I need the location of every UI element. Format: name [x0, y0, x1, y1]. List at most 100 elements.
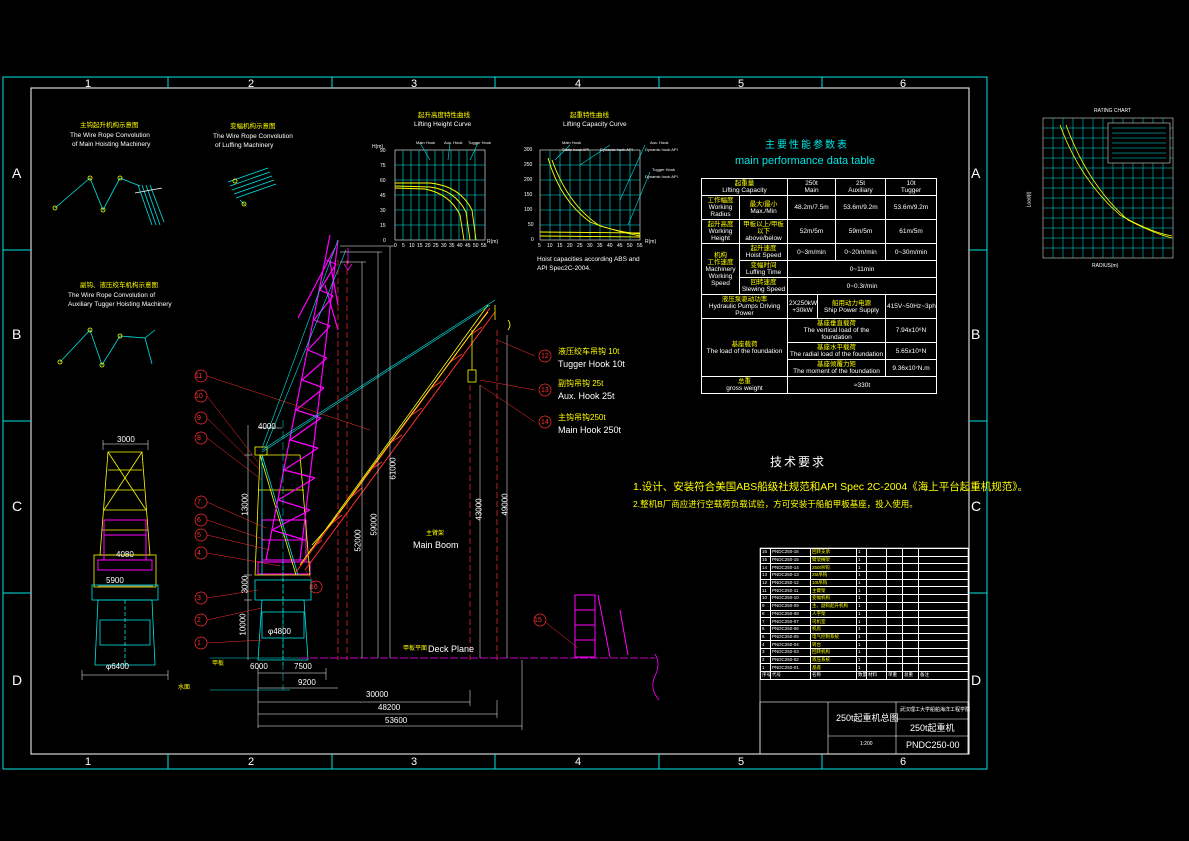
- cap-xtick: 10: [547, 243, 553, 249]
- cap-ytick: 150: [524, 192, 533, 198]
- bom-cell-uw: [886, 647, 903, 657]
- bom-cell-qty: 1: [856, 624, 867, 634]
- bom-cell-tw: [902, 663, 919, 672]
- bom-cell-tw: [902, 601, 919, 611]
- callout-aux-en: Aux. Hook 25t: [558, 391, 615, 401]
- bom-cell-rm: [918, 594, 969, 603]
- bom-cell-tw: [902, 609, 919, 619]
- bom-cell-no: 10: [760, 594, 771, 603]
- dim-4800: φ4800: [268, 627, 291, 636]
- dim-6400: φ6400: [106, 662, 129, 671]
- zone-col-4: 4: [575, 78, 582, 90]
- height-legend-main: Main Hook: [416, 140, 436, 145]
- callout-main-cn: 主钩吊钩250t: [558, 413, 606, 422]
- bom-cell-tw: [902, 640, 919, 649]
- main-boom-cn: 主臂架: [426, 531, 445, 537]
- bom-cell-rm: [918, 601, 969, 611]
- cap-xtick: 50: [627, 243, 633, 249]
- bom-cell-code: PNDC250-06: [770, 624, 811, 634]
- bom-cell-code: PNDC250-13: [770, 571, 811, 580]
- cap-legend: Main Hook: [562, 140, 582, 145]
- part-num: 11: [195, 373, 203, 380]
- zone-col-4-bottom: 4: [575, 756, 582, 768]
- height-xtick: 10: [409, 243, 415, 249]
- rating-chart-xlabel: RADIUS(m): [1092, 263, 1119, 269]
- part-num: 3: [197, 595, 201, 602]
- callout-aux-cn: 副钩吊钩 25t: [558, 379, 604, 388]
- bom-cell-mat: [866, 571, 887, 580]
- bom-header-cell: 备注: [918, 671, 969, 680]
- product-name: 250t起重机: [910, 723, 955, 733]
- bom-cell-qty: 1: [856, 601, 867, 611]
- zone-col-5-bottom: 5: [738, 756, 745, 768]
- deck-plane-en: Deck Plane: [428, 644, 475, 654]
- deck-side-label: 甲板: [212, 661, 225, 667]
- height-xtick: 25: [433, 243, 439, 249]
- cap-xtick: 30: [587, 243, 593, 249]
- bom-cell-code: PNDC250-03: [770, 647, 811, 657]
- perf-title-en: main performance data table: [735, 155, 876, 167]
- bom-cell-mat: [866, 655, 887, 665]
- drawing-number: PNDC250-00: [906, 740, 960, 750]
- bom-header-cell: 代号: [770, 671, 811, 680]
- height-xtick: 15: [417, 243, 423, 249]
- height-ytick: 90: [380, 148, 386, 154]
- height-ytick: 15: [380, 223, 386, 229]
- aux-title-en1: The Wire Rope Convolution of: [68, 292, 156, 299]
- luffing-title-en2: of Luffing Machinery: [215, 142, 274, 149]
- cap-xtick: 20: [567, 243, 573, 249]
- callout-num-12: 12: [541, 353, 549, 360]
- bom-cell-rm: [918, 663, 969, 672]
- bom-cell-name: 机房: [810, 624, 857, 634]
- height-xtick: 35: [449, 243, 455, 249]
- main-hoist-title-cn: 主钩起升机构示意图: [80, 122, 139, 129]
- bom-cell-code: PNDC250-04: [770, 640, 811, 649]
- perf-cell-luffing-value: 0~11min: [787, 260, 938, 278]
- bom-cell-name: 250t吊钩: [810, 563, 857, 573]
- perf-cell-gross-weight-value: ≈330t: [787, 376, 938, 394]
- zone-row-b-right: B: [971, 326, 981, 342]
- bom-cell-mat: [866, 640, 887, 649]
- bom-cell-rm: [918, 647, 969, 657]
- height-xtick: 55: [481, 243, 487, 249]
- perf-cell-hoist-speed-tugger: 0~30m/min: [885, 243, 938, 261]
- crane-front-view: [81, 440, 169, 680]
- bom-cell-name: 司机室: [810, 617, 857, 626]
- perf-cell-radius-aux: 53.6m/9.2m: [835, 195, 887, 220]
- zone-col-5: 5: [738, 78, 745, 90]
- bom-cell-tw: [902, 578, 919, 588]
- bom-cell-qty: 1: [856, 655, 867, 665]
- part-num: 10: [195, 393, 203, 400]
- luffing-rope-diagram: [227, 167, 277, 207]
- dim-13000: 13000: [240, 493, 250, 516]
- bom-cell-no: 12: [760, 578, 771, 588]
- dim-49000: 49000: [500, 493, 510, 516]
- bom-cell-code: PNDC250-02: [770, 655, 811, 665]
- bom-cell-name: 臂架搁架: [810, 555, 857, 565]
- cap-xtick: 45: [617, 243, 623, 249]
- capacity-curve-chart: [539, 144, 651, 241]
- bom-cell-name: 主、副钩起升机构: [810, 601, 857, 611]
- callout-num-13: 13: [541, 387, 549, 394]
- height-curve-title-cn: 起升高度特性曲线: [418, 112, 470, 119]
- capacity-title-en: Lifting Capacity Curve: [563, 121, 627, 128]
- bom-cell-uw: [886, 617, 903, 626]
- main-hoist-title-en1: The Wire Rope Convolution: [70, 132, 150, 139]
- height-xtick: 5: [402, 243, 405, 249]
- part-num: 2: [197, 617, 201, 624]
